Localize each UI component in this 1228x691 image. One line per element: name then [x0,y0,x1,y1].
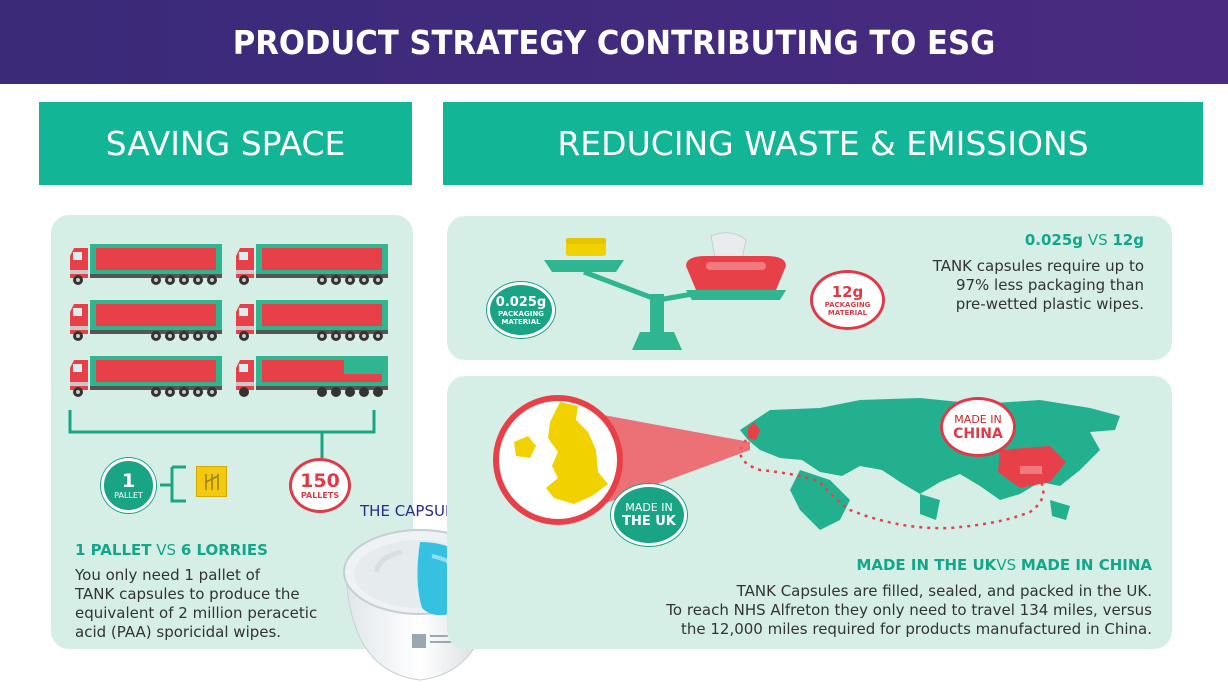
pallets-150-badge: 150 PALLETS [289,458,351,513]
left-weight-badge: 0.025g PACKAGING MATERIAL [487,282,555,338]
lorry-3 [70,300,222,341]
lorry-1 [70,244,222,285]
pallets-150-count: 150 [300,470,340,492]
right-weight-value: 12g [831,283,864,301]
pallet-vs-lorries-heading: 1 PALLET VS 6 LORRIES [75,541,268,559]
lorry-5 [70,356,222,397]
capsule-label: THE CAPSULE [360,502,463,520]
page-title: PRODUCT STRATEGY CONTRIBUTING TO ESG [232,22,996,62]
title-bar: PRODUCT STRATEGY CONTRIBUTING TO ESG [0,0,1228,84]
made-in-uk-badge: MADE IN THE UK [611,484,687,546]
uk-magnifier [493,395,750,525]
one-pallet-count: 1 [121,469,136,492]
pallet-bracket [160,465,186,503]
lorries-illustration [70,244,388,397]
balance-scale-illustration [544,232,786,350]
pallets-150-label: PALLETS [300,491,340,500]
reducing-waste-header: REDUCING WASTE & EMISSIONS [443,102,1203,185]
lorry-6-partial [236,356,388,397]
pallet-description: You only need 1 pallet of TANK capsules … [75,566,318,641]
left-weight-value: 0.025g [495,294,547,310]
made-in-china-badge: MADE IN CHINA [940,397,1016,457]
one-pallet-label: PALLET [114,490,143,500]
uk-vs-china-heading: MADE IN THE UKVS MADE IN CHINA [856,556,1152,574]
lorry-4 [236,300,388,341]
world-map-illustration [739,398,1120,530]
bracket-line [68,410,376,458]
packaging-description: TANK capsules require up to 97% less pac… [932,257,1144,313]
capsule-box-icon [196,466,227,497]
saving-space-header: SAVING SPACE [39,102,412,185]
lorry-2 [236,244,388,285]
one-pallet-badge: 1 PALLET [101,458,156,513]
packaging-heading: 0.025g VS 12g [1024,231,1144,249]
right-weight-badge: 12g PACKAGING MATERIAL [810,270,885,330]
uk-vs-china-description: TANK Capsules are filled, sealed, and pa… [666,582,1152,638]
